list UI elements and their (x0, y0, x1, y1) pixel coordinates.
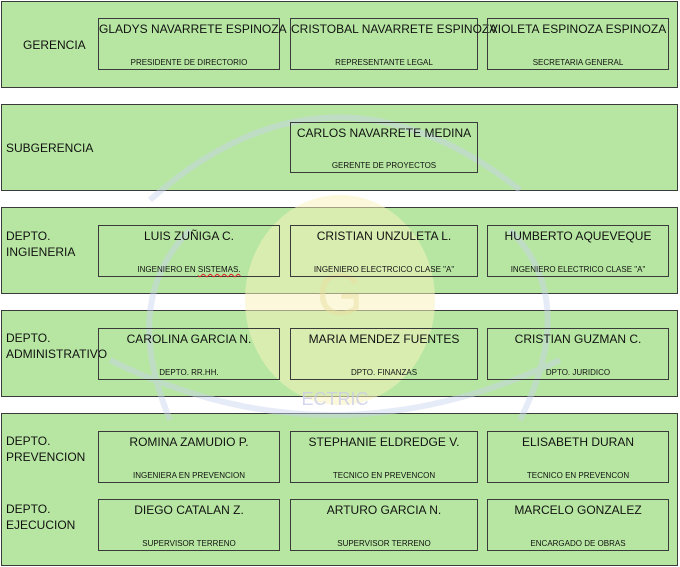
ejecucion-label-line2: EJECUCION (6, 518, 76, 532)
member-role: SECRETARIA GENERAL (532, 58, 624, 67)
member-name: CRISTIAN GUZMAN C. (514, 332, 642, 346)
prevencion-label-line1: DEPTO. (6, 434, 51, 448)
spellcheck-error-word: SISTEMAS. (197, 265, 241, 274)
ejecucion-label-line1: DEPTO. (6, 502, 51, 516)
ingenieria-label-line2: INGIENERIA (6, 245, 76, 259)
member-name: HUMBERTO AQUEVEQUE (504, 229, 652, 243)
member-name: VIOLETA ESPINOZA ESPINOZA (489, 22, 667, 36)
band-prevencion-ejecucion (1, 413, 678, 566)
org-box-cristian-unzueta: CRISTIAN UNZULETA L. INGENIERO ELECTRCIC… (290, 225, 478, 277)
ingenieria-label-line1: DEPTO. (6, 229, 51, 243)
org-box-humberto-aqueveque: HUMBERTO AQUEVEQUE INGENIERO ELECTRICO C… (487, 225, 669, 277)
prevencion-label-line2: PREVENCION (6, 450, 86, 464)
org-box-romina-zamudio: ROMINA ZAMUDIO P. INGENIERA EN PREVENCIO… (98, 431, 280, 483)
administrativo-label-line1: DEPTO. (6, 331, 51, 345)
administrativo-label: DEPTO. ADMINISTRATIVO (6, 330, 107, 362)
org-box-luis-zuniga: LUIS ZUÑIGA C. INGENIERO EN SISTEMAS. (98, 225, 280, 277)
org-box-marcelo-gonzalez: MARCELO GONZALEZ ENCARGADO DE OBRAS (487, 499, 669, 551)
member-name: CAROLINA GARCIA N. (126, 332, 252, 346)
member-name: ARTURO GARCIA N. (326, 503, 442, 517)
org-box-violeta-espinoza: VIOLETA ESPINOZA ESPINOZA SECRETARIA GEN… (487, 18, 669, 70)
org-box-maria-mendez: MARIA MENDEZ FUENTES DPTO. FINANZAS (290, 328, 478, 380)
member-role: TECNICO EN PREVENCON (332, 471, 436, 480)
ingenieria-label: DEPTO. INGIENERIA (6, 228, 75, 260)
member-role: INGENIERO ELECTRCICO CLASE "A" (313, 265, 455, 274)
member-role: PRESIDENTE DE DIRECTORIO (130, 58, 248, 67)
member-role: TECNICO EN PREVENCON (526, 471, 630, 480)
member-name: GLADYS NAVARRETE ESPINOZA (99, 22, 287, 36)
member-role: SUPERVISOR TERRENO (142, 539, 236, 548)
org-box-carolina-garcia: CAROLINA GARCIA N. DEPTO. RR.HH. (98, 328, 280, 380)
member-name: STEPHANIE ELDREDGE V. (308, 435, 460, 449)
org-box-cristobal-navarrete: CRISTOBAL NAVARRETE ESPINOZA REPRESENTAN… (290, 18, 498, 70)
ejecucion-label: DEPTO. EJECUCION (6, 501, 75, 533)
member-role-prefix: INGENIERO EN (137, 265, 198, 274)
member-role: SUPERVISOR TERRENO (337, 539, 431, 548)
org-box-diego-catalan: DIEGO CATALAN Z. SUPERVISOR TERRENO (98, 499, 280, 551)
member-role: DPTO. JURIDICO (545, 368, 611, 377)
member-role: DPTO. FINANZAS (350, 368, 418, 377)
member-role: INGENIERO EN SISTEMAS. (99, 265, 279, 275)
band-subgerencia (1, 104, 678, 191)
org-box-arturo-garcia: ARTURO GARCIA N. SUPERVISOR TERRENO (290, 499, 478, 551)
member-name: ELISABETH DURAN (521, 435, 635, 449)
org-box-carlos-navarrete: CARLOS NAVARRETE MEDINA GERENTE DE PROYE… (290, 122, 478, 173)
prevencion-label: DEPTO. PREVENCION (6, 433, 85, 465)
org-box-cristian-guzman: CRISTIAN GUZMAN C. DPTO. JURIDICO (487, 328, 669, 380)
org-box-elisabeth-duran: ELISABETH DURAN TECNICO EN PREVENCON (487, 431, 669, 483)
member-role: GERENTE DE PROYECTOS (331, 161, 437, 170)
member-name: MARIA MENDEZ FUENTES (308, 332, 460, 346)
administrativo-label-line2: ADMINISTRATIVO (6, 347, 108, 361)
member-name: CRISTOBAL NAVARRETE ESPINOZA (291, 22, 498, 36)
member-name: DIEGO CATALAN Z. (134, 503, 244, 517)
member-role: ENCARGADO DE OBRAS (530, 539, 626, 548)
member-name: CRISTIAN UNZULETA L. (316, 229, 452, 243)
member-name: ROMINA ZAMUDIO P. (129, 435, 249, 449)
member-name: MARCELO GONZALEZ (514, 503, 642, 517)
member-role: DEPTO. RR.HH. (159, 368, 219, 377)
member-role: INGENIERO ELECTRICO CLASE "A" (510, 265, 646, 274)
member-role: REPRESENTANTE LEGAL (335, 58, 433, 67)
org-box-stephanie-eldredge: STEPHANIE ELDREDGE V. TECNICO EN PREVENC… (290, 431, 478, 483)
gerencia-label: GERENCIA (23, 38, 86, 52)
band-gerencia (1, 1, 678, 88)
member-name: LUIS ZUÑIGA C. (143, 229, 235, 243)
org-box-gladys-navarrete: GLADYS NAVARRETE ESPINOZA PRESIDENTE DE … (98, 18, 287, 70)
member-name: CARLOS NAVARRETE MEDINA (296, 126, 472, 140)
subgerencia-label: SUBGERENCIA (6, 141, 94, 155)
member-role: INGENIERA EN PREVENCION (132, 471, 246, 480)
